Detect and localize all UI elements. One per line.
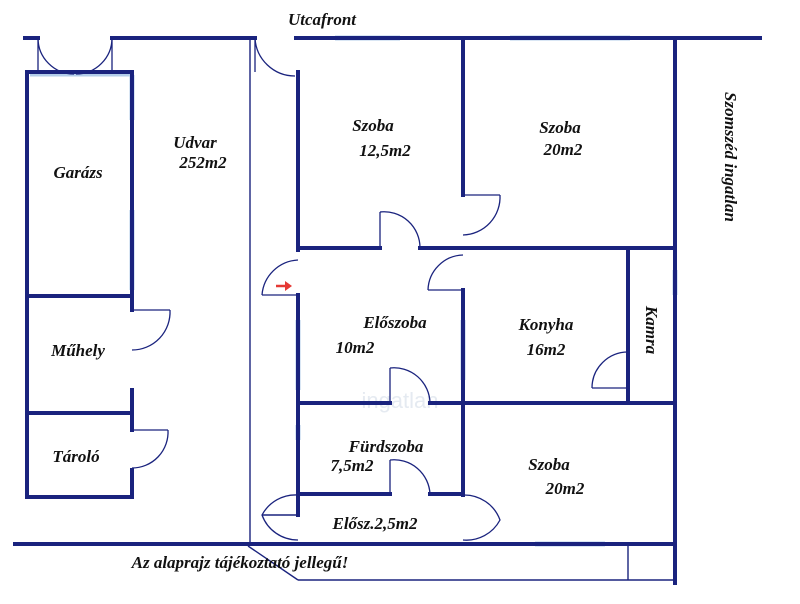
- neighbor-label: Szomszéd ingatlan: [721, 92, 740, 222]
- room-konyha-name: Konyha: [518, 315, 574, 334]
- doors: [37, 37, 629, 541]
- room-furdo-area: 7,5m2: [331, 456, 374, 475]
- room-tarolo-name: Tároló: [52, 447, 99, 466]
- room-garazs-name: Garázs: [53, 163, 103, 182]
- room-szoba2-name: Szoba: [539, 118, 581, 137]
- room-szoba3-area: 20m2: [545, 479, 585, 498]
- room-konyha-area: 16m2: [527, 340, 566, 359]
- room-szoba1-name: Szoba: [352, 116, 394, 135]
- street-label: Utcafront: [288, 10, 357, 29]
- disclaimer-label: Az alaprajz tájékoztató jellegű!: [131, 553, 349, 572]
- room-eloszoba-name: Előszoba: [362, 313, 427, 332]
- room-muhely-name: Műhely: [50, 341, 105, 360]
- room-szoba1-area: 12,5m2: [359, 141, 411, 160]
- room-kamra-name: Kamra: [642, 305, 661, 355]
- entrance-arrow-icon: [276, 281, 292, 291]
- room-furdo-name: Fürdszoba: [348, 437, 424, 456]
- room-udvar-name: Udvar: [173, 133, 217, 152]
- watermark: ingatlan: [361, 388, 438, 413]
- room-szoba2-area: 20m2: [543, 140, 583, 159]
- room-elosz-small-name: Elősz.2,5m2: [331, 514, 418, 533]
- thin-lines: [247, 40, 675, 581]
- room-udvar-area: 252m2: [178, 153, 227, 172]
- walls: [13, 36, 762, 585]
- room-eloszoba-area: 10m2: [336, 338, 375, 357]
- room-szoba3-name: Szoba: [528, 455, 570, 474]
